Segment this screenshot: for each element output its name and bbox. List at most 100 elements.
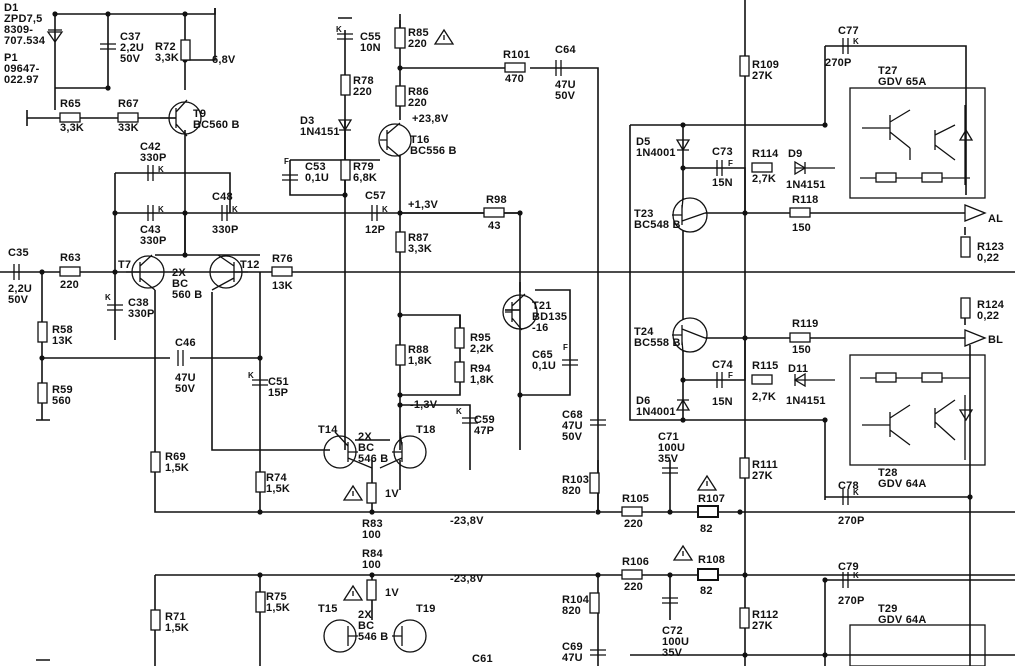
label-t7t2: BC — [172, 278, 188, 290]
label-r76: R76 — [272, 253, 293, 265]
label-t23: T23 — [634, 208, 654, 220]
label-d9: D9 — [788, 148, 802, 160]
label-r78: R78 — [353, 75, 374, 87]
label-r109: R109 — [752, 59, 779, 71]
label-r105v: 220 — [624, 518, 643, 530]
label-r65: R65 — [60, 98, 81, 110]
label-r107v: 82 — [700, 523, 713, 535]
label-r115v: 2,7K — [752, 391, 776, 403]
label-r85v: 220 — [408, 38, 427, 50]
label-8309: 8309- — [4, 24, 33, 36]
label-c59: C59 — [474, 414, 495, 426]
label-c64u: 50V — [555, 90, 576, 102]
label-r103v: 820 — [562, 485, 581, 497]
label-r83v: 100 — [362, 529, 381, 541]
resistor-r104 — [589, 592, 600, 614]
label-1va: 1V — [385, 488, 399, 500]
label-r123: R123 — [977, 241, 1004, 253]
label-r108v: 82 — [700, 585, 713, 597]
label-r71v: 1,5K — [165, 622, 189, 634]
label-t21t: BD135 — [532, 311, 567, 323]
label-r103: R103 — [562, 474, 589, 486]
label-c43v: 330P — [140, 235, 167, 247]
resistor-r112 — [739, 607, 750, 629]
label-r58: R58 — [52, 324, 73, 336]
resistor-r75 — [255, 591, 266, 613]
label-r105: R105 — [622, 493, 649, 505]
mark-k-c43: K — [158, 205, 164, 214]
label-c53v: 0,1U — [305, 172, 329, 184]
resistor-r83 — [366, 482, 377, 504]
label-t15: T15 — [318, 603, 338, 615]
label-r79: R79 — [353, 161, 374, 173]
label-c77: C77 — [838, 25, 859, 37]
mark-k-c51: K — [248, 371, 254, 380]
label-c71u: 35V — [658, 453, 679, 465]
label-r111: R111 — [752, 459, 778, 471]
resistor-r105 — [621, 506, 643, 517]
label-c51: C51 — [268, 376, 289, 388]
label-t14t1: 2X — [358, 431, 372, 443]
label-238n2: -23,8V — [450, 573, 484, 585]
label-r118v: 150 — [792, 222, 811, 234]
warning-icons — [342, 28, 718, 601]
label-t16t: BC556 B — [410, 145, 457, 157]
label-t15t1: 2X — [358, 609, 372, 621]
label-c69v: 47U — [562, 652, 583, 664]
label-r123v: 0,22 — [977, 252, 999, 264]
label-r112: R112 — [752, 609, 779, 621]
output-modules — [849, 87, 987, 666]
resistor-r72 — [180, 39, 191, 61]
resistor-r115 — [751, 374, 773, 385]
label-c53: C53 — [305, 161, 326, 173]
resistor-r84 — [366, 579, 377, 601]
mark-f-c73: F — [728, 159, 733, 168]
label-c72: C72 — [662, 625, 683, 637]
label-c42: C42 — [140, 141, 161, 153]
label-d3t: 1N4151 — [300, 126, 340, 138]
resistor-r106 — [621, 569, 643, 580]
label-r86: R86 — [408, 86, 429, 98]
mark-k-c42: K — [158, 165, 164, 174]
label-c42v: 330P — [140, 152, 167, 164]
resistor-r71 — [150, 609, 161, 631]
label-r111v: 27K — [752, 470, 773, 482]
label-d6t: 1N4001 — [636, 406, 676, 418]
label-r59: R59 — [52, 384, 73, 396]
label-r58v: 13K — [52, 335, 73, 347]
label-r88: R88 — [408, 344, 429, 356]
label-r67: R67 — [118, 98, 139, 110]
label-t27t: GDV 65A — [878, 76, 926, 88]
label-r98v: 43 — [488, 220, 501, 232]
ground-symbol — [36, 17, 352, 661]
label-r75v: 1,5K — [266, 602, 290, 614]
capacitors — [13, 33, 849, 656]
label-r101v: 470 — [505, 73, 524, 85]
resistor-r124 — [960, 297, 971, 319]
resistor-r94 — [454, 361, 465, 383]
resistor-r79 — [340, 159, 351, 181]
label-c46u: 50V — [175, 383, 196, 395]
resistor-r63 — [59, 266, 81, 277]
label-c78v: 270P — [838, 515, 865, 527]
label-t19: T19 — [416, 603, 436, 615]
label-t15t2: BC — [358, 620, 374, 632]
label-c73v: 15N — [712, 177, 733, 189]
label-c35v: 2,2U — [8, 283, 32, 295]
label-t14: T14 — [318, 424, 338, 436]
label-c46v: 47U — [175, 372, 196, 384]
resistor-r59 — [37, 382, 48, 404]
label-13p: +1,3V — [408, 199, 439, 211]
label-r69v: 1,5K — [165, 462, 189, 474]
label-t23t: BC548 B — [634, 219, 681, 231]
label-r67v: 33K — [118, 122, 139, 134]
label-r106v: 220 — [624, 581, 643, 593]
label-r115: R115 — [752, 360, 779, 372]
resistor-r87 — [395, 231, 406, 253]
label-d5t: 1N4001 — [636, 147, 676, 159]
label-t14t3: 546 B — [358, 453, 388, 465]
label-1vb: 1V — [385, 587, 399, 599]
resistor-r85 — [394, 27, 406, 49]
label-r86v: 220 — [408, 97, 427, 109]
